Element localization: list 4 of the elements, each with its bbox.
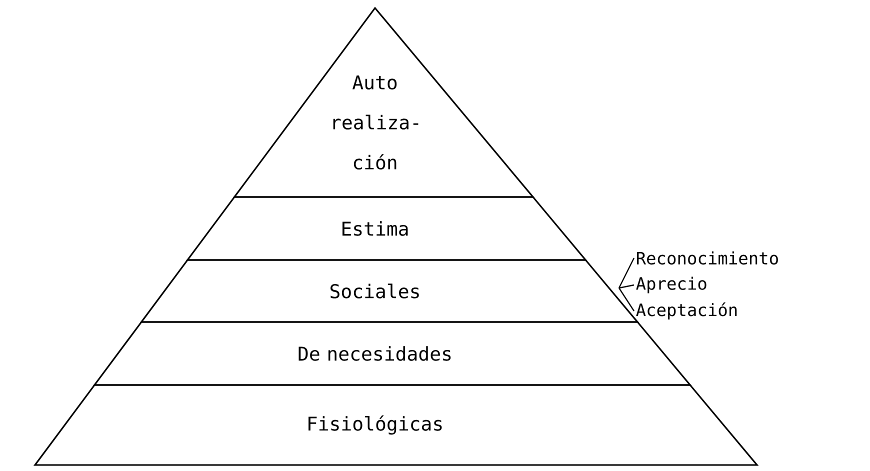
- leader-line: [618, 258, 635, 288]
- leader-line: [618, 288, 634, 312]
- side-label: Reconocimiento: [637, 251, 778, 265]
- leader-line: [618, 284, 634, 289]
